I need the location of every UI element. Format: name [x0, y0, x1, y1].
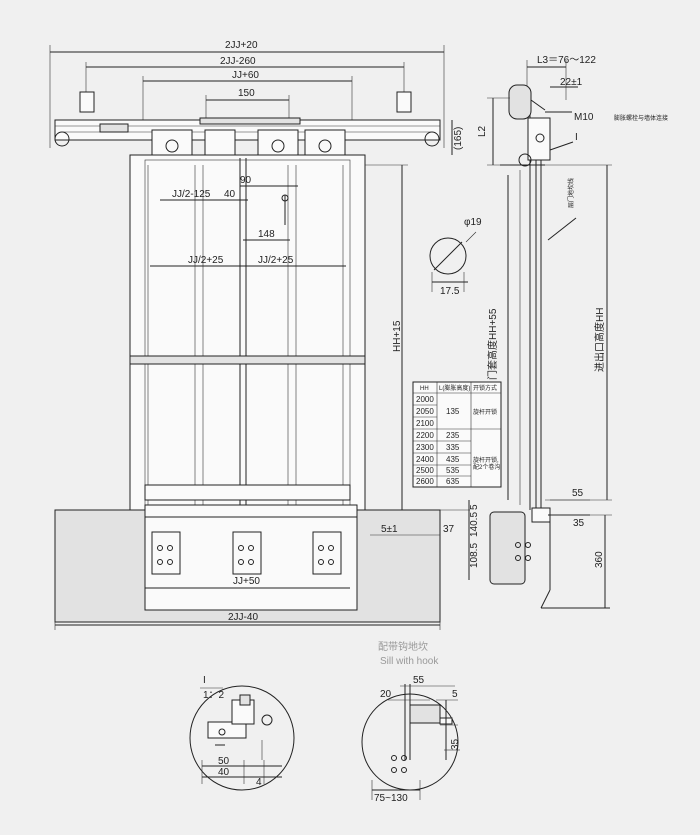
table-cell-l: 435	[446, 455, 460, 464]
label-l2: L2	[477, 125, 488, 137]
dim-108-5: 108.5	[469, 543, 480, 568]
dim-20-sill: 20	[380, 689, 392, 700]
table-header-hh: HH	[420, 386, 429, 392]
note-expansion-bolt: 膨胀螺栓与墙体连接	[614, 114, 668, 122]
dim-360: 360	[594, 551, 605, 568]
dim-jj-plus-60: JJ+60	[232, 70, 259, 81]
dim-50-detail: 50	[218, 756, 230, 767]
table-cell-lock: 配2个卷沟	[473, 463, 500, 471]
header-track	[54, 117, 441, 157]
sill-caption-en: Sill with hook	[380, 656, 439, 667]
note-floor-line: 层门地坎线	[567, 178, 575, 208]
label-entrance-height: 进出口高度HH	[593, 308, 606, 372]
table-cell-hh: 2600	[416, 477, 434, 486]
table-cell-l: 635	[446, 477, 460, 486]
table-cell-l: 135	[446, 407, 460, 416]
door-frame	[129, 154, 366, 511]
side-view	[487, 60, 612, 609]
table-cell-l: 535	[446, 466, 460, 475]
table-cell-lock: 旋杆开锁,	[473, 456, 499, 464]
inner-dimensions	[150, 164, 470, 511]
dim-37: 37	[443, 524, 455, 535]
dim-17-5: 17.5	[440, 286, 460, 297]
dim-55-side: 55	[572, 488, 584, 499]
detail-i-label: I	[203, 675, 206, 686]
dim-35-side: 35	[573, 518, 585, 529]
sill-hook-detail	[361, 684, 460, 800]
table-cell-hh: 2050	[416, 407, 434, 416]
label-detail-i: I	[575, 132, 578, 143]
dim-5-pm-1: 5±1	[381, 524, 398, 535]
table-cell-hh: 2400	[416, 455, 434, 464]
dim-2jj-minus-40: 2JJ-40	[228, 612, 258, 623]
sill-caption-cn: 配带钩地坎	[378, 640, 428, 653]
dim-55-sill: 55	[413, 675, 425, 686]
detail-i-view	[189, 685, 295, 791]
dim-40-detail: 40	[218, 767, 230, 778]
dim-5: 5	[469, 504, 480, 510]
dim-hh-plus-15: HH+15	[392, 320, 403, 352]
dim-35-sill: 35	[450, 738, 461, 750]
label-door-height: 门套高度HH+55	[486, 308, 499, 380]
table-header-l: L(膨胀高度)	[439, 384, 470, 392]
table-cell-hh: 2300	[416, 443, 434, 452]
dim-l3: L3＝76～122	[537, 55, 596, 66]
dim-5-sill: 5	[452, 689, 458, 700]
dim-4-detail: 4	[256, 777, 262, 788]
table-cell-hh: 2500	[416, 466, 434, 475]
table-cell-l: 335	[446, 443, 460, 452]
dim-165: (165)	[453, 127, 464, 150]
dim-75-130-sill: 75~130	[374, 793, 408, 804]
table-cell-hh: 2200	[416, 431, 434, 440]
dim-jj-plus-50: JJ+50	[233, 576, 260, 587]
height-table	[412, 381, 502, 488]
detail-i-scale: 1：2	[203, 690, 225, 701]
dim-phi-19: φ19	[464, 217, 482, 228]
dim-90: 90	[240, 175, 252, 186]
dim-jj2-plus-25-right: JJ/2+25	[258, 255, 294, 266]
table-cell-hh: 2000	[416, 395, 434, 404]
dim-40: 40	[224, 189, 236, 200]
dim-jj2-minus-125: JJ/2-125	[172, 189, 211, 200]
dim-148: 148	[258, 229, 275, 240]
dim-150: 150	[238, 88, 255, 99]
bore-detail	[429, 231, 477, 292]
table-cell-lock: 旋杆开锁	[473, 408, 497, 416]
table-cell-hh: 2100	[416, 419, 434, 428]
top-dimension-lines	[49, 45, 445, 148]
dim-2jj-minus-260: 2JJ-260	[220, 56, 256, 67]
dim-22-pm-1: 22±1	[560, 77, 583, 88]
sill-area	[54, 504, 441, 630]
top-rollers	[79, 91, 412, 113]
dim-jj2-plus-25-left: JJ/2+25	[188, 255, 224, 266]
dim-140-5: 140.5	[469, 512, 480, 537]
table-header-lock: 开锁方式	[473, 384, 497, 392]
label-m10: M10	[574, 112, 594, 123]
dim-2jj-plus-20: 2JJ+20	[225, 40, 258, 51]
table-cell-l: 235	[446, 431, 460, 440]
